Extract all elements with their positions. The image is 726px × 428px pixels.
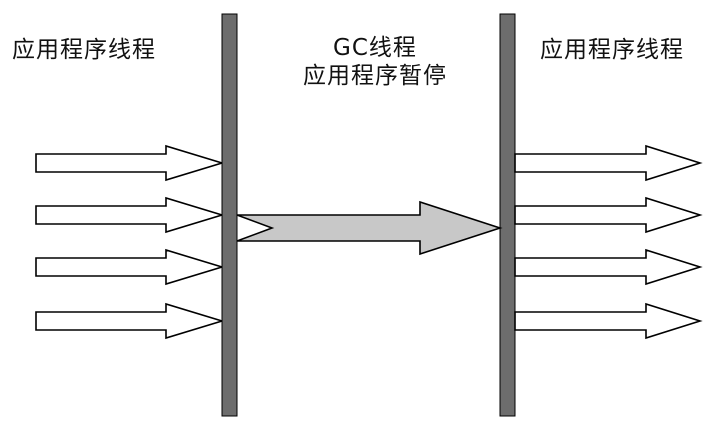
right-thread-arrow-2 (514, 196, 703, 234)
left-thread-arrow-3 (35, 248, 225, 286)
right-thread-arrow-4 (514, 302, 703, 340)
left-thread-arrows (35, 144, 225, 340)
label-app-paused: 应用程序暂停 (303, 63, 447, 89)
right-thread-arrow-3 (514, 248, 703, 286)
label-left-app-threads: 应用程序线程 (12, 37, 156, 63)
label-gc-thread: GC线程 (333, 35, 417, 61)
left-thread-arrow-2 (35, 196, 225, 234)
label-gc-pause: GC线程 应用程序暂停 (260, 34, 490, 90)
label-right-app-threads: 应用程序线程 (540, 37, 684, 63)
left-safepoint-barrier (221, 13, 238, 417)
right-safepoint-barrier (499, 13, 516, 417)
right-thread-arrow-1 (514, 144, 703, 182)
right-thread-arrows (514, 144, 703, 340)
left-thread-arrow-1 (35, 144, 225, 182)
gc-thread-arrow (236, 200, 503, 256)
left-thread-arrow-4 (35, 302, 225, 340)
